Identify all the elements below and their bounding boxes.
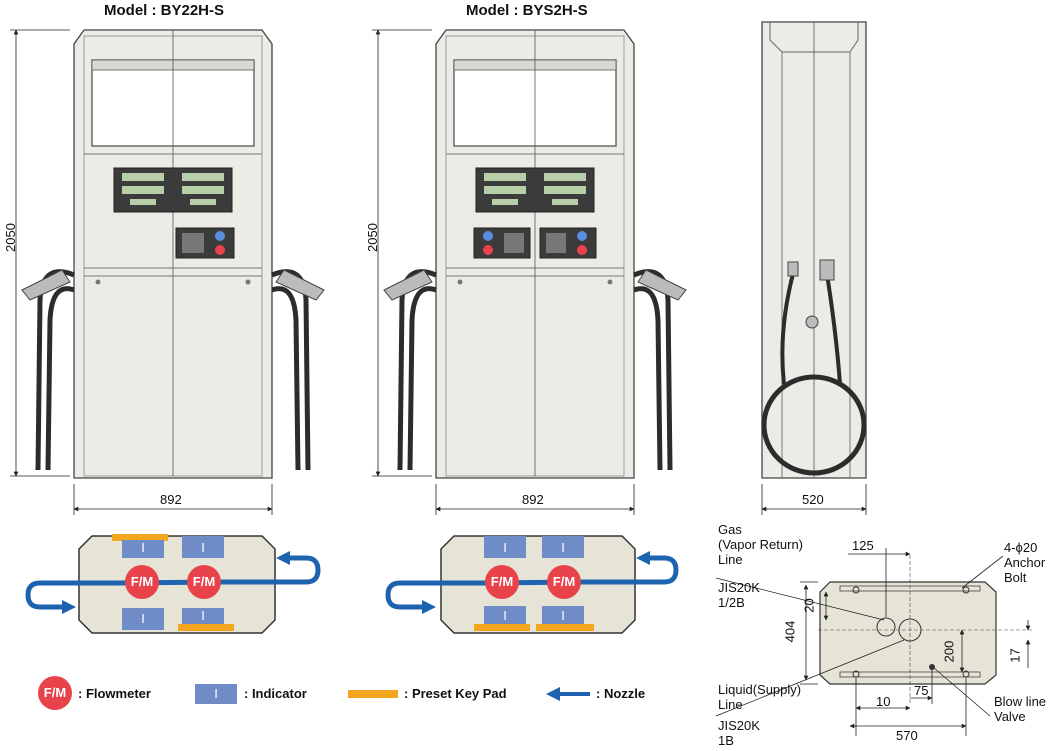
liquid-line-label: Liquid(Supply) Line: [718, 682, 802, 712]
layout-plan-middle: [385, 535, 679, 634]
indicator-token: I: [503, 540, 507, 555]
legend-flowmeter-label: : Flowmeter: [78, 686, 151, 701]
legend-nozzle-label: : Nozzle: [596, 686, 646, 701]
flowmeter-token: F/M: [490, 574, 514, 589]
dimension-404: 404: [782, 620, 798, 643]
indicator-token: I: [141, 540, 145, 555]
width-dimension-middle: 892: [522, 492, 544, 507]
anchor-bolt-label: 4-ϕ20 Anchor Bolt: [1004, 540, 1046, 585]
dimension-17: 17: [1007, 648, 1023, 663]
legend-keypad-label: : Preset Key Pad: [404, 686, 507, 701]
dimension-75: 75: [914, 683, 929, 698]
indicator-token: I: [561, 608, 565, 623]
legend-indicator-label: : Indicator: [244, 686, 307, 701]
legend-symbols: [38, 676, 590, 710]
model-title-left: Model : BY22H-S: [104, 2, 225, 19]
dimension-10: 10: [876, 694, 891, 709]
dispenser-front-middle: [383, 29, 687, 479]
indicator-token: I: [201, 608, 205, 623]
dimension-200: 200: [941, 640, 957, 663]
blow-line-valve-label: Blow line Valve: [994, 694, 1047, 724]
width-dimension-left: 892: [160, 492, 182, 507]
layout-plan-left: [25, 534, 321, 634]
height-dimension-left: 2050: [2, 223, 18, 252]
model-title-middle: Model : BYS2H-S: [466, 2, 588, 19]
indicator-token: I: [503, 608, 507, 623]
legend-flowmeter-symbol: F/M: [43, 685, 67, 700]
base-plan: [818, 555, 1032, 705]
height-dimension-middle: 2050: [364, 223, 380, 252]
dimension-570: 570: [896, 728, 918, 743]
dimension-125: 125: [852, 538, 874, 553]
dimension-lines: [10, 29, 867, 515]
gas-line-label: Gas (Vapor Return) Line: [718, 522, 804, 567]
flowmeter-token: F/M: [130, 574, 154, 589]
legend-indicator-symbol: I: [214, 686, 218, 701]
gas-line-spec: JIS20K 1/2B: [718, 580, 760, 610]
dispenser-side-view: [761, 21, 867, 479]
liquid-line-spec: JIS20K 1B: [718, 718, 760, 748]
flowmeter-token: F/M: [192, 574, 216, 589]
indicator-token: I: [201, 540, 205, 555]
dispenser-front-left: [21, 29, 325, 479]
flowmeter-token: F/M: [552, 574, 576, 589]
indicator-token: I: [561, 540, 565, 555]
indicator-token: I: [141, 611, 145, 626]
dimension-20: 20: [801, 598, 817, 613]
depth-dimension-side: 520: [802, 492, 824, 507]
base-dimension-lines: [715, 548, 1031, 736]
